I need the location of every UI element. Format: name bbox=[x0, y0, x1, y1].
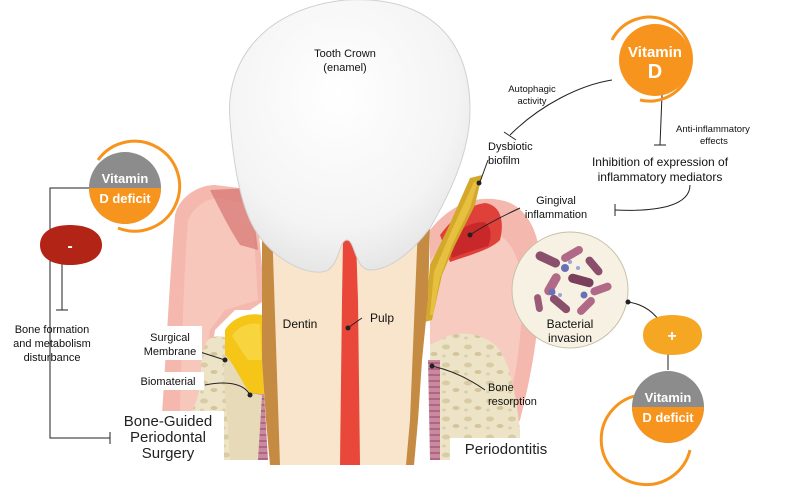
vitamin-d-circle bbox=[619, 24, 691, 96]
connector-lines bbox=[49, 79, 691, 444]
periodontitis-label: Periodontitis bbox=[465, 441, 548, 458]
periodontitis-label-bg bbox=[450, 438, 562, 460]
biomaterial-label-bg bbox=[132, 372, 204, 390]
text-labels: Tooth Crown (enamel) Dentin Pulp Surgica… bbox=[13, 48, 750, 462]
anti-inflammatory-label-1: Anti-inflammatory bbox=[676, 124, 750, 135]
vitamin-d-line2: D bbox=[648, 61, 662, 83]
gingival-label-1: Gingival bbox=[536, 195, 576, 207]
dentin-label: Dentin bbox=[283, 317, 318, 331]
gingival-pointer bbox=[469, 207, 521, 236]
bone-formation-label-1: Bone formation bbox=[15, 324, 90, 336]
vitamin-d-badge: Vitamin D bbox=[610, 15, 693, 103]
tooth-crown-label: Tooth Crown bbox=[314, 48, 376, 60]
surgery-label-bg bbox=[112, 411, 224, 461]
deficit-left-line1: Vitamin bbox=[102, 171, 149, 186]
dysbiotic-label-2: biofilm bbox=[488, 155, 520, 167]
surgical-membrane-pointer bbox=[199, 351, 226, 361]
bone-resorption-label-2: resorption bbox=[488, 396, 537, 408]
anti-inflammatory-arrow bbox=[659, 94, 663, 146]
right-bone bbox=[430, 333, 520, 460]
bacterial-invasion-circle bbox=[511, 231, 629, 349]
plus-sign: + bbox=[667, 328, 676, 345]
minus-badge: - bbox=[40, 225, 102, 265]
deficit-right-line1: Vitamin bbox=[645, 390, 692, 405]
autophagic-tbar bbox=[503, 131, 517, 141]
biomaterial-pointer bbox=[204, 382, 251, 396]
surgical-membrane-label-1: Surgical bbox=[150, 332, 190, 344]
deficit-left-circle-bottom bbox=[89, 188, 161, 224]
dysbiotic-label-1: Dysbiotic bbox=[488, 141, 533, 153]
bacterial-label-1: Bacterial bbox=[547, 317, 594, 331]
connector-dots bbox=[222, 180, 631, 398]
autophagic-arrow bbox=[509, 79, 613, 136]
tooth-crown-sublabel: (enamel) bbox=[323, 62, 366, 74]
dysbiotic-pointer bbox=[479, 159, 489, 183]
anti-inflammatory-label-2: effects bbox=[700, 136, 728, 147]
tooth-crown bbox=[228, 0, 471, 273]
surgical-membrane-label-2: Membrane bbox=[144, 346, 197, 358]
deficit-left-ring bbox=[96, 139, 182, 233]
inhibition-label-1: Inhibition of expression of bbox=[592, 155, 729, 169]
autophagic-label-1: Autophagic bbox=[508, 84, 556, 95]
surgical-membrane-label-bg bbox=[136, 326, 202, 360]
left-deficit-bracket bbox=[49, 187, 110, 439]
surgery-label-3: Surgery bbox=[142, 445, 195, 462]
right-ligament bbox=[428, 360, 440, 460]
dysbiotic-biofilm-shape bbox=[425, 175, 482, 322]
vitamin-d-deficit-badge-left: Vitamin D deficit bbox=[89, 139, 182, 233]
bacteria-cluster bbox=[534, 246, 612, 315]
surgery-label-1: Bone-Guided bbox=[124, 413, 212, 430]
deficit-right-circle-bottom bbox=[632, 407, 704, 443]
surgical-membrane-shape bbox=[225, 314, 270, 395]
deficit-right-line2: D deficit bbox=[642, 410, 694, 425]
gingival-label-2: inflammation bbox=[525, 209, 587, 221]
vitamin-d-ring bbox=[610, 15, 693, 103]
bone-resorption-pointer bbox=[431, 365, 486, 391]
bone-formation-label-3: disturbance bbox=[24, 352, 81, 364]
deficit-right-ring bbox=[599, 393, 692, 487]
surgery-label-2: Periodontal bbox=[130, 429, 206, 446]
bone-resorption-label-1: Bone bbox=[488, 382, 514, 394]
biomaterial-label: Biomaterial bbox=[140, 376, 195, 388]
inhibition-label-2: inflammatory mediators bbox=[598, 170, 723, 184]
bacterial-label-2: invasion bbox=[548, 331, 592, 345]
inhibition-arrow bbox=[614, 184, 691, 211]
biomaterial-shape bbox=[224, 355, 262, 460]
vitamin-d-line1: Vitamin bbox=[628, 44, 682, 61]
deficit-left-line2: D deficit bbox=[99, 191, 151, 206]
pulp-label: Pulp bbox=[370, 311, 394, 325]
bone-formation-label-2: and metabolism bbox=[13, 338, 91, 350]
minus-sign: - bbox=[67, 238, 72, 255]
plus-badge: + bbox=[643, 315, 702, 355]
vitamin-d-deficit-badge-right: Vitamin D deficit bbox=[599, 371, 704, 487]
autophagic-label-2: activity bbox=[517, 96, 546, 107]
